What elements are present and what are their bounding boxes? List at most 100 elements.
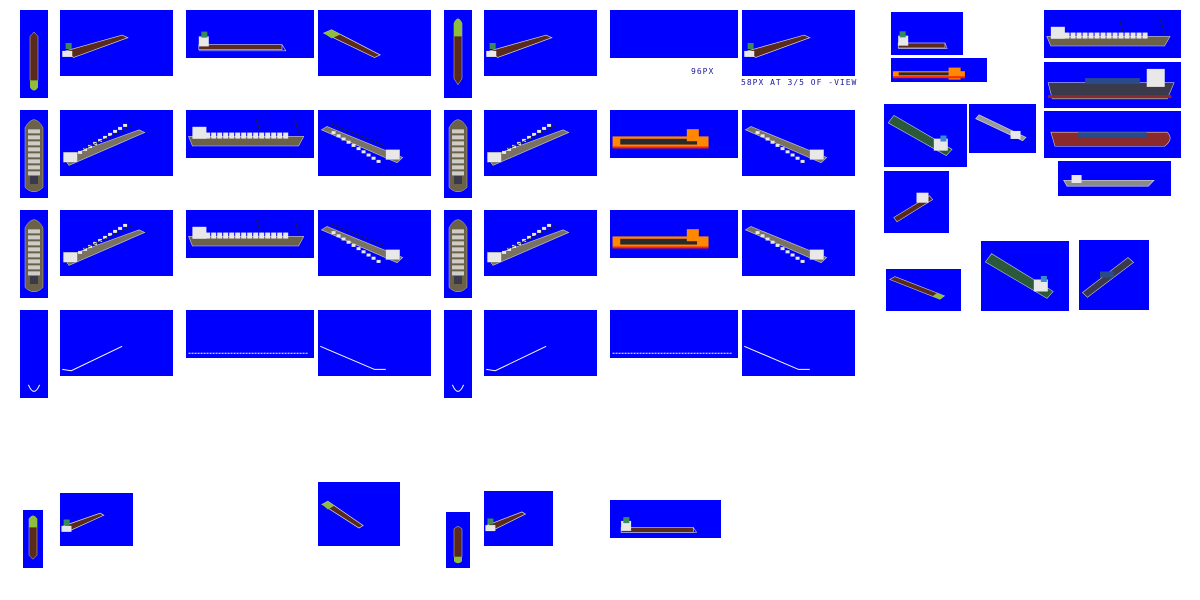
sprite-barge-b-diag-se-art	[485, 511, 527, 532]
sprite-orange2-side-art	[612, 229, 709, 249]
sprite-tanker-diag-se-art	[62, 34, 129, 58]
sprite-wake-b-diag-sw	[742, 310, 855, 376]
sprite-wake-b-diag-sw-art	[744, 345, 810, 370]
sprite-wake-diag-sw	[318, 310, 431, 376]
sprite-barge-top-art	[28, 515, 38, 560]
icon-container-ship-b	[981, 241, 1069, 311]
sprite-tanker-b-diag-sw-art	[744, 34, 811, 58]
sprite-barge-b-side	[610, 500, 721, 538]
sprite-wake-diag-sw-art	[320, 345, 386, 370]
sprite-wake-b-diag-se	[484, 310, 597, 376]
size-58-note: 58PX AT 3/5 OF -VIEW	[741, 78, 858, 87]
sprite-cargo-c-top-art	[448, 219, 468, 293]
sprite-cargo2-top	[20, 210, 48, 298]
icon-bulk-barge	[886, 269, 961, 311]
sprite-cargo-c-diag-se-art	[486, 223, 570, 266]
icon-container-ship-art	[887, 114, 953, 157]
icon-tug-art	[893, 192, 934, 223]
icon-orange-barge-art	[892, 67, 965, 80]
sprite-tanker-b-diag-se	[484, 10, 597, 76]
icon-bulk-barge-art	[889, 276, 946, 300]
sprite-orange-side-art	[612, 129, 709, 149]
sprite-wake-b-side	[610, 310, 738, 358]
sprite-tanker-b-diag-se-art	[486, 34, 553, 58]
sprite-cargo-top	[20, 110, 48, 198]
sprite-wake-top-art	[27, 384, 41, 392]
sprite-wake-side	[186, 310, 314, 358]
sprite-cargo-side-art	[188, 119, 305, 147]
sprite-tanker-b-top	[444, 10, 472, 98]
icon-tanker-preview	[891, 12, 963, 55]
sprite-cargo2-side-art	[188, 219, 305, 247]
sprite-cargo2-side	[186, 210, 314, 258]
sprite-tanker-side-art	[198, 31, 287, 52]
sprite-cargo2-diag-se	[60, 210, 173, 276]
sprite-tanker-b-diag-sw	[742, 10, 855, 76]
sprite-barge-diag-sw	[318, 482, 400, 546]
sprite-barge-top	[23, 510, 43, 568]
sprite-cargo-c-diag-se	[484, 210, 597, 276]
icon-bulk-barge-b-art	[1082, 257, 1135, 298]
sprite-cargo-diag-se	[60, 110, 173, 176]
sprite-barge-diag-se	[60, 493, 133, 546]
icon-coaster-art	[975, 114, 1027, 142]
sprite-barge-b-diag-se	[484, 491, 553, 546]
icon-bulk-barge-b	[1079, 240, 1149, 310]
sprite-cargo2-top-art	[24, 219, 44, 293]
icon-container-ship	[884, 104, 967, 167]
sprite-wake-b-side-art	[612, 352, 732, 354]
icon-freighter-cranes	[1044, 10, 1181, 58]
icon-tug	[884, 171, 949, 233]
sprite-cargo-b-diag-sw	[742, 110, 855, 176]
sprite-tanker-diag-sw-art	[322, 29, 381, 58]
sprite-cargo2-diag-sw-art	[320, 222, 404, 264]
sprite-tanker-diag-se	[60, 10, 173, 76]
sprite-barge-b-top	[446, 512, 470, 568]
sprite-wake-diag-se	[60, 310, 173, 376]
sprite-wake-top	[20, 310, 48, 398]
sprite-cargo-top-art	[24, 119, 44, 193]
sprite-cargo-c-top	[444, 210, 472, 298]
sprite-cargo-diag-se-art	[62, 123, 146, 166]
sprite-cargo-b-diag-se	[484, 110, 597, 176]
sprite-barge-b-side-art	[620, 517, 698, 533]
icon-tanker-preview-art	[897, 31, 948, 49]
sprite-barge-diag-se-art	[61, 512, 105, 532]
sprite-tanker-top	[20, 10, 48, 98]
icon-freighter-cranes-art	[1046, 19, 1171, 47]
sprite-blank-96-art	[610, 10, 738, 58]
sprite-tanker-side	[186, 10, 314, 58]
sprite-wake-b-top-art	[451, 384, 465, 392]
sprite-tanker-diag-sw	[318, 10, 431, 76]
sprite-blank-96	[610, 10, 738, 58]
icon-freighter-large-art	[1047, 68, 1175, 100]
sprite-wake-diag-se-art	[62, 345, 123, 372]
sprite-cargo-c-diag-sw	[742, 210, 855, 276]
sprite-tanker-b-top-art	[453, 18, 463, 86]
sprite-cargo-diag-sw	[318, 110, 431, 176]
sprite-cargo-diag-sw-art	[320, 122, 404, 164]
icon-container-ship-b-art	[984, 253, 1054, 299]
sprite-cargo2-diag-sw	[318, 210, 431, 276]
size-96-note: 96PX	[691, 67, 715, 76]
icon-red-hull	[1044, 111, 1181, 158]
sprite-cargo-side	[186, 110, 314, 158]
sprite-cargo2-diag-se-art	[62, 223, 146, 266]
sprite-cargo-b-diag-se-art	[486, 123, 570, 166]
sprite-cargo-b-top	[444, 110, 472, 198]
sprite-cargo-c-diag-sw-art	[744, 226, 828, 264]
sprite-wake-b-top	[444, 310, 472, 398]
sprite-barge-b-top-art	[453, 525, 463, 564]
sprite-cargo-b-top-art	[448, 119, 468, 193]
icon-grey-tanker-art	[1063, 175, 1155, 187]
icon-freighter-large	[1044, 62, 1181, 108]
sprite-tanker-top-art	[29, 31, 39, 91]
icon-coaster	[969, 104, 1036, 153]
sprite-wake-b-diag-se-art	[486, 345, 547, 372]
sprite-wake-side-art	[188, 352, 308, 354]
sprite-barge-diag-sw-art	[321, 500, 364, 529]
icon-orange-barge	[891, 58, 987, 82]
icon-red-hull-art	[1050, 131, 1171, 147]
icon-grey-tanker	[1058, 161, 1171, 196]
sprite-orange2-side	[610, 210, 738, 258]
